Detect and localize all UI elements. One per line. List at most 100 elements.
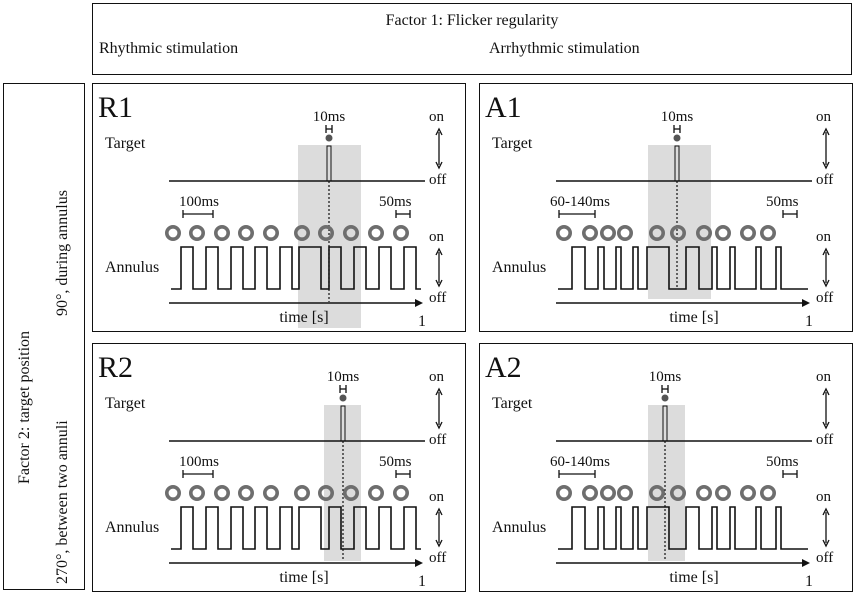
r1-target-duration-bracket [325, 125, 333, 133]
a1-time-axis-arrowhead [802, 299, 810, 307]
a2-annulus-ring-2 [582, 485, 599, 502]
a1-target-duration-label: 10ms [661, 109, 694, 125]
a1-period-bracket [558, 210, 596, 218]
r1-period-bracket [182, 210, 214, 218]
a1-time-label: time [s] [669, 309, 718, 326]
a2-annulus-ring-7 [696, 485, 713, 502]
a2-target-on-off-arrow [822, 387, 830, 430]
r2-annulus-ring-6 [294, 485, 311, 502]
r1-period-label: 100ms [179, 194, 219, 210]
r1-target-label: Target [105, 135, 146, 152]
a2-annulus-off-label: off [816, 550, 833, 566]
r2-annulus-on-off-arrow [435, 507, 443, 548]
target-270-label: 270°, between two annuli [54, 420, 71, 584]
r2-annulus-ring-7 [318, 485, 335, 502]
a1-annulus-ring-6 [670, 225, 687, 242]
r1-annulus-ring-3 [214, 225, 231, 242]
a2-time-end-label: 1 [805, 573, 813, 590]
r2-target-duration-bracket [339, 385, 347, 393]
a1-annulus-square-wave [558, 246, 808, 290]
a1-annulus-on-off-arrow [822, 247, 830, 288]
r2-target-label: Target [105, 395, 146, 412]
a1-time-end-label: 1 [805, 313, 813, 330]
a1-annulus-label: Annulus [492, 259, 546, 276]
a2-target-off-label: off [816, 432, 833, 448]
r1-annulus-label: Annulus [105, 259, 159, 276]
a2-time-axis-arrowhead [802, 559, 810, 567]
a1-target-dot [673, 134, 681, 142]
a1-annulus-ring-10 [759, 225, 776, 242]
r2-pulse-label: 50ms [379, 454, 412, 470]
factor1-header: Factor 1: Flicker regularity Rhythmic st… [92, 3, 852, 75]
r2-target-dot [339, 394, 347, 402]
r1-target-on-off-arrow [435, 127, 443, 170]
r1-annulus-ring-1 [165, 225, 182, 242]
r2-target-on-label: on [429, 369, 445, 385]
a2-annulus-square-wave [558, 506, 808, 550]
r1-annulus-ring-6 [294, 225, 311, 242]
r1-annulus-ring-8 [343, 225, 360, 242]
a1-target-on-label: on [816, 109, 832, 125]
a2-annulus-ring-3 [600, 485, 617, 502]
a1-annulus-ring-3 [600, 225, 617, 242]
a1-annulus-off-label: off [816, 290, 833, 306]
a2-target-duration-bracket [661, 385, 669, 393]
r2-annulus-ring-1 [165, 485, 182, 502]
r2-period-bracket [182, 470, 214, 478]
a1-panel-id: A1 [485, 91, 522, 124]
r1-time-axis-arrowhead [415, 299, 423, 307]
r1-annulus-ring-5 [263, 225, 280, 242]
a2-annulus-ring-5 [649, 485, 666, 502]
a1-annulus-ring-7 [696, 225, 713, 242]
r2-annulus-ring-9 [367, 485, 384, 502]
r1-annulus-off-label: off [429, 290, 446, 306]
r2-target-off-label: off [429, 432, 446, 448]
a2-annulus-ring-4 [617, 485, 634, 502]
a2-annulus-ring-10 [759, 485, 776, 502]
r1-annulus-ring-10 [392, 225, 409, 242]
r1-pulse-bracket [395, 210, 411, 218]
r2-panel-id: R2 [98, 351, 133, 384]
a1-annulus-ring-9 [739, 225, 756, 242]
r1-annulus-on-label: on [429, 229, 445, 245]
r1-annulus-square-wave [171, 246, 421, 290]
r2-time-label: time [s] [279, 569, 328, 586]
r2-time-end-label: 1 [418, 573, 426, 590]
a1-pulse-label: 50ms [766, 194, 799, 210]
r1-target-off-label: off [429, 172, 446, 188]
r1-time-end-label: 1 [418, 313, 426, 330]
r2-annulus-ring-5 [263, 485, 280, 502]
a2-annulus-ring-6 [670, 485, 687, 502]
r2-pulse-bracket [395, 470, 411, 478]
a2-time-label: time [s] [669, 569, 718, 586]
factor1-title: Factor 1: Flicker regularity [385, 12, 559, 29]
a1-target-off-label: off [816, 172, 833, 188]
a2-target-on-label: on [816, 369, 832, 385]
r1-target-on-label: on [429, 109, 445, 125]
r2-annulus-off-label: off [429, 550, 446, 566]
r1-annulus-ring-4 [238, 225, 255, 242]
a2-annulus-ring-9 [739, 485, 756, 502]
a1-annulus-ring-1 [556, 225, 573, 242]
r2-annulus-ring-2 [189, 485, 206, 502]
factor2-title: Factor 2: target position [16, 330, 33, 484]
a2-target-dot [661, 394, 669, 402]
a2-period-bracket [558, 470, 596, 478]
r2-annulus-ring-3 [214, 485, 231, 502]
r1-time-label: time [s] [279, 309, 328, 326]
a2-panel-id: A2 [485, 351, 522, 384]
r1-annulus-ring-2 [189, 225, 206, 242]
r2-annulus-on-label: on [429, 489, 445, 505]
target-90-label: 90°, during annulus [54, 190, 71, 316]
r1-target-duration-label: 10ms [313, 109, 346, 125]
a2-annulus-on-label: on [816, 489, 832, 505]
a2-annulus-on-off-arrow [822, 507, 830, 548]
